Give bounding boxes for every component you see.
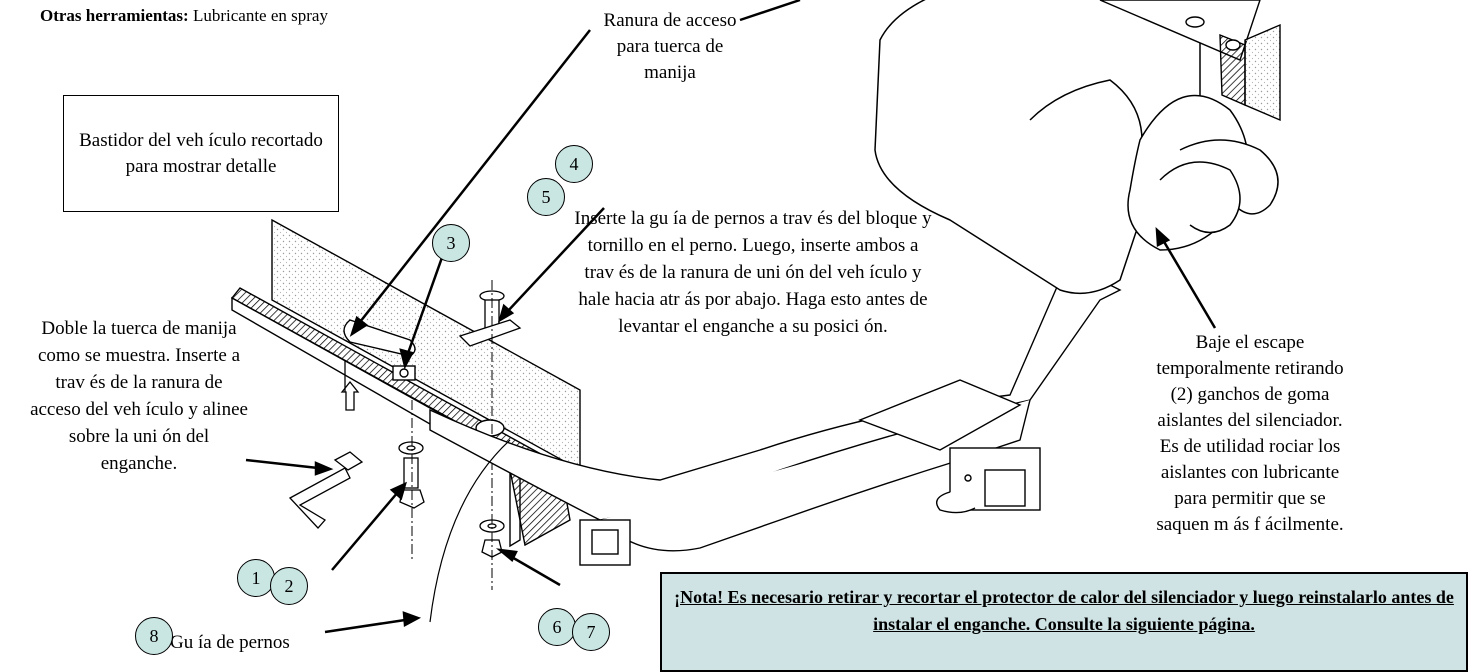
callout-badge-7: 7 — [572, 613, 610, 651]
note-panel: ¡Nota! Es necesario retirar y recortar e… — [660, 572, 1468, 672]
other-tools-label: Otras herramientas: — [40, 6, 189, 25]
note-text: ¡Nota! Es necesario retirar y recortar e… — [674, 587, 1454, 634]
vehicle-frame — [230, 218, 581, 548]
callout-badge-3: 3 — [432, 224, 470, 262]
lower-exhaust-instructions: Baje el escape temporalmente retirando (… — [1156, 332, 1344, 535]
frame-caption: Bastidor del veh ículo recortado para mo… — [79, 129, 323, 177]
bolt-guide-line — [429, 439, 511, 623]
callout-badge-6: 6 — [538, 608, 576, 646]
callout-badge-2: 2 — [270, 567, 308, 605]
other-tools-value: Lubricante en spray — [192, 6, 328, 25]
pointer-arrows — [245, 0, 1217, 634]
callout-badge-4: 4 — [555, 145, 593, 183]
muffler — [874, 0, 1279, 295]
access-slot-label: Ranura de acceso para tuerca de manija — [603, 10, 737, 83]
bolt-guide-label: Gu ía de pernos — [170, 632, 290, 653]
frame-caption-box: Bastidor del veh ículo recortado para mo… — [63, 95, 339, 212]
callout-badge-1: 1 — [237, 559, 275, 597]
hitch-installation-illustration — [230, 0, 1281, 634]
hitch-receiver — [429, 269, 1122, 566]
insert-guide-instructions: Inserte la gu ía de pernos a trav és del… — [574, 208, 932, 337]
callout-badge-5: 5 — [527, 178, 565, 216]
other-tools-line: Otras herramientas: Lubricante en spray — [40, 6, 328, 26]
frame-right — [1099, 0, 1281, 122]
callout-badge-8: 8 — [135, 617, 173, 655]
bend-nut-instructions: Doble la tuerca de manija como se muestr… — [30, 318, 248, 474]
